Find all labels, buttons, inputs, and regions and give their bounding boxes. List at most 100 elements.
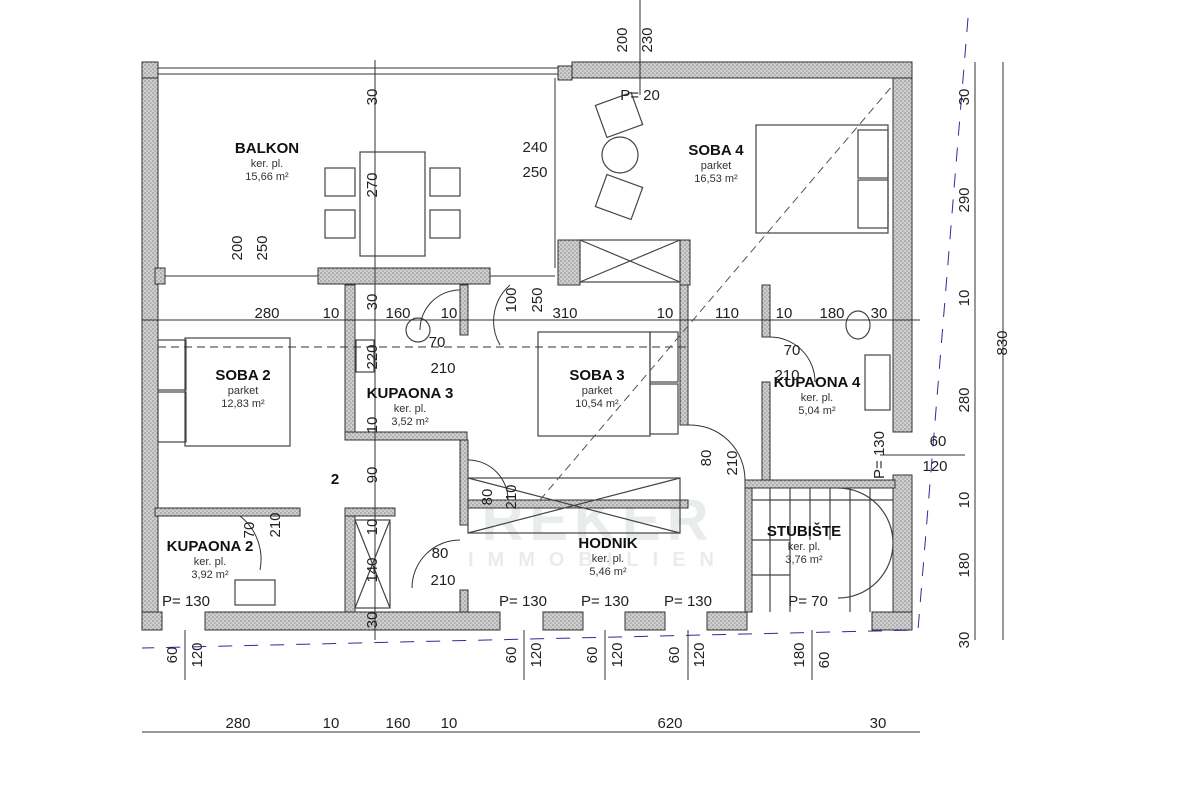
- dimension-label: 80: [698, 450, 715, 467]
- room-floor: ker. pl.: [194, 556, 226, 568]
- room-area: 3,76 m²: [785, 554, 823, 566]
- dimension-label: 200: [614, 27, 631, 52]
- dimension-label: 30: [364, 89, 381, 106]
- dimension-label: P= 130: [664, 593, 712, 610]
- room-name: SOBA 3: [569, 367, 624, 384]
- room-name: SOBA 4: [688, 142, 744, 159]
- dimension-label: 70: [429, 334, 446, 351]
- dimension-label: 10: [657, 305, 674, 322]
- dimension-label: 80: [432, 545, 449, 562]
- dimension-label: 10: [441, 305, 458, 322]
- room-floor: ker. pl.: [251, 158, 283, 170]
- room-area: 3,52 m²: [391, 416, 429, 428]
- room-name: SOBA 2: [215, 367, 270, 384]
- dimension-label: 90: [364, 467, 381, 484]
- dimension-label: 210: [430, 360, 455, 377]
- dimension-label: 60: [666, 647, 683, 664]
- room-floor: ker. pl.: [801, 392, 833, 404]
- room-floor: ker. pl.: [788, 541, 820, 553]
- room-floor: ker. pl.: [394, 403, 426, 415]
- dimension-label: 310: [552, 305, 577, 322]
- dimension-label: 230: [639, 27, 656, 52]
- dimension-label: 210: [430, 572, 455, 589]
- dimension-label: 280: [956, 387, 973, 412]
- dimension-label: 60: [930, 433, 947, 450]
- room-name: KUPAONA 2: [167, 538, 254, 555]
- dimension-label: 270: [364, 172, 381, 197]
- dimension-label: 30: [364, 612, 381, 629]
- dimension-label: 290: [956, 187, 973, 212]
- room-area: 15,66 m²: [245, 171, 289, 183]
- dimension-label: 30: [956, 632, 973, 649]
- dimension-label: 30: [956, 89, 973, 106]
- dimension-label: 210: [774, 367, 799, 384]
- apartment-number: 2: [331, 471, 339, 488]
- room-area: 5,46 m²: [589, 566, 627, 578]
- dimension-label: P= 20: [620, 87, 660, 104]
- dimension-label: 80: [479, 489, 496, 506]
- dimension-label: 10: [323, 305, 340, 322]
- dimension-label: 830: [994, 330, 1011, 355]
- room-name: KUPAONA 4: [774, 374, 861, 391]
- dimension-label: P= 130: [162, 593, 210, 610]
- dimension-label: 140: [364, 557, 381, 582]
- svg-text:REKER: REKER: [481, 488, 714, 553]
- dimension-label: 220: [364, 344, 381, 369]
- dimension-label: 120: [922, 458, 947, 475]
- dimension-label: 120: [528, 642, 545, 667]
- dimension-label: 250: [254, 235, 271, 260]
- dimension-label: 30: [871, 305, 888, 322]
- dimension-label: 180: [791, 642, 808, 667]
- room-name: BALKON: [235, 140, 299, 157]
- dimension-label: 10: [776, 305, 793, 322]
- room-floor: parket: [701, 160, 732, 172]
- dimension-label: 210: [267, 512, 284, 537]
- dimension-label: 10: [364, 417, 381, 434]
- room-area: 12,83 m²: [221, 398, 265, 410]
- dimension-label: 70: [241, 522, 258, 539]
- dimension-label: 60: [164, 647, 181, 664]
- dimension-label: 620: [657, 715, 682, 732]
- dimension-label: 70: [784, 342, 801, 359]
- room-name: HODNIK: [578, 535, 637, 552]
- dimension-label: 110: [715, 305, 739, 322]
- room-name: KUPAONA 3: [367, 385, 454, 402]
- fixtures: [141, 0, 1004, 733]
- dimension-label: 10: [364, 519, 381, 536]
- room-area: 5,04 m²: [798, 405, 836, 417]
- dimension-label: 180: [956, 552, 973, 577]
- dimension-label: 200: [229, 235, 246, 260]
- dimension-label: 60: [816, 652, 833, 669]
- dimension-label: P= 130: [581, 593, 629, 610]
- room-area: 16,53 m²: [694, 173, 738, 185]
- dimension-label: 10: [956, 290, 973, 307]
- dimension-label: 250: [522, 164, 547, 181]
- dimension-label: 60: [584, 647, 601, 664]
- svg-text:IMMOBILIEN: IMMOBILIEN: [468, 549, 728, 571]
- dimension-label: 160: [385, 305, 410, 322]
- dimension-label: 240: [522, 139, 547, 156]
- dimension-label: 10: [441, 715, 458, 732]
- room-area: 3,92 m²: [191, 569, 229, 581]
- dimension-label: 10: [956, 492, 973, 509]
- watermark: REKER IMMOBILIEN: [468, 488, 728, 571]
- dimension-label: 60: [503, 647, 520, 664]
- room-floor: ker. pl.: [592, 553, 624, 565]
- dimension-label: 280: [254, 305, 279, 322]
- dimension-label: 180: [819, 305, 844, 322]
- dimension-label: P= 130: [499, 593, 547, 610]
- room-floor: parket: [582, 385, 613, 397]
- dimension-label: 120: [189, 642, 206, 667]
- dimension-label: 30: [364, 294, 381, 311]
